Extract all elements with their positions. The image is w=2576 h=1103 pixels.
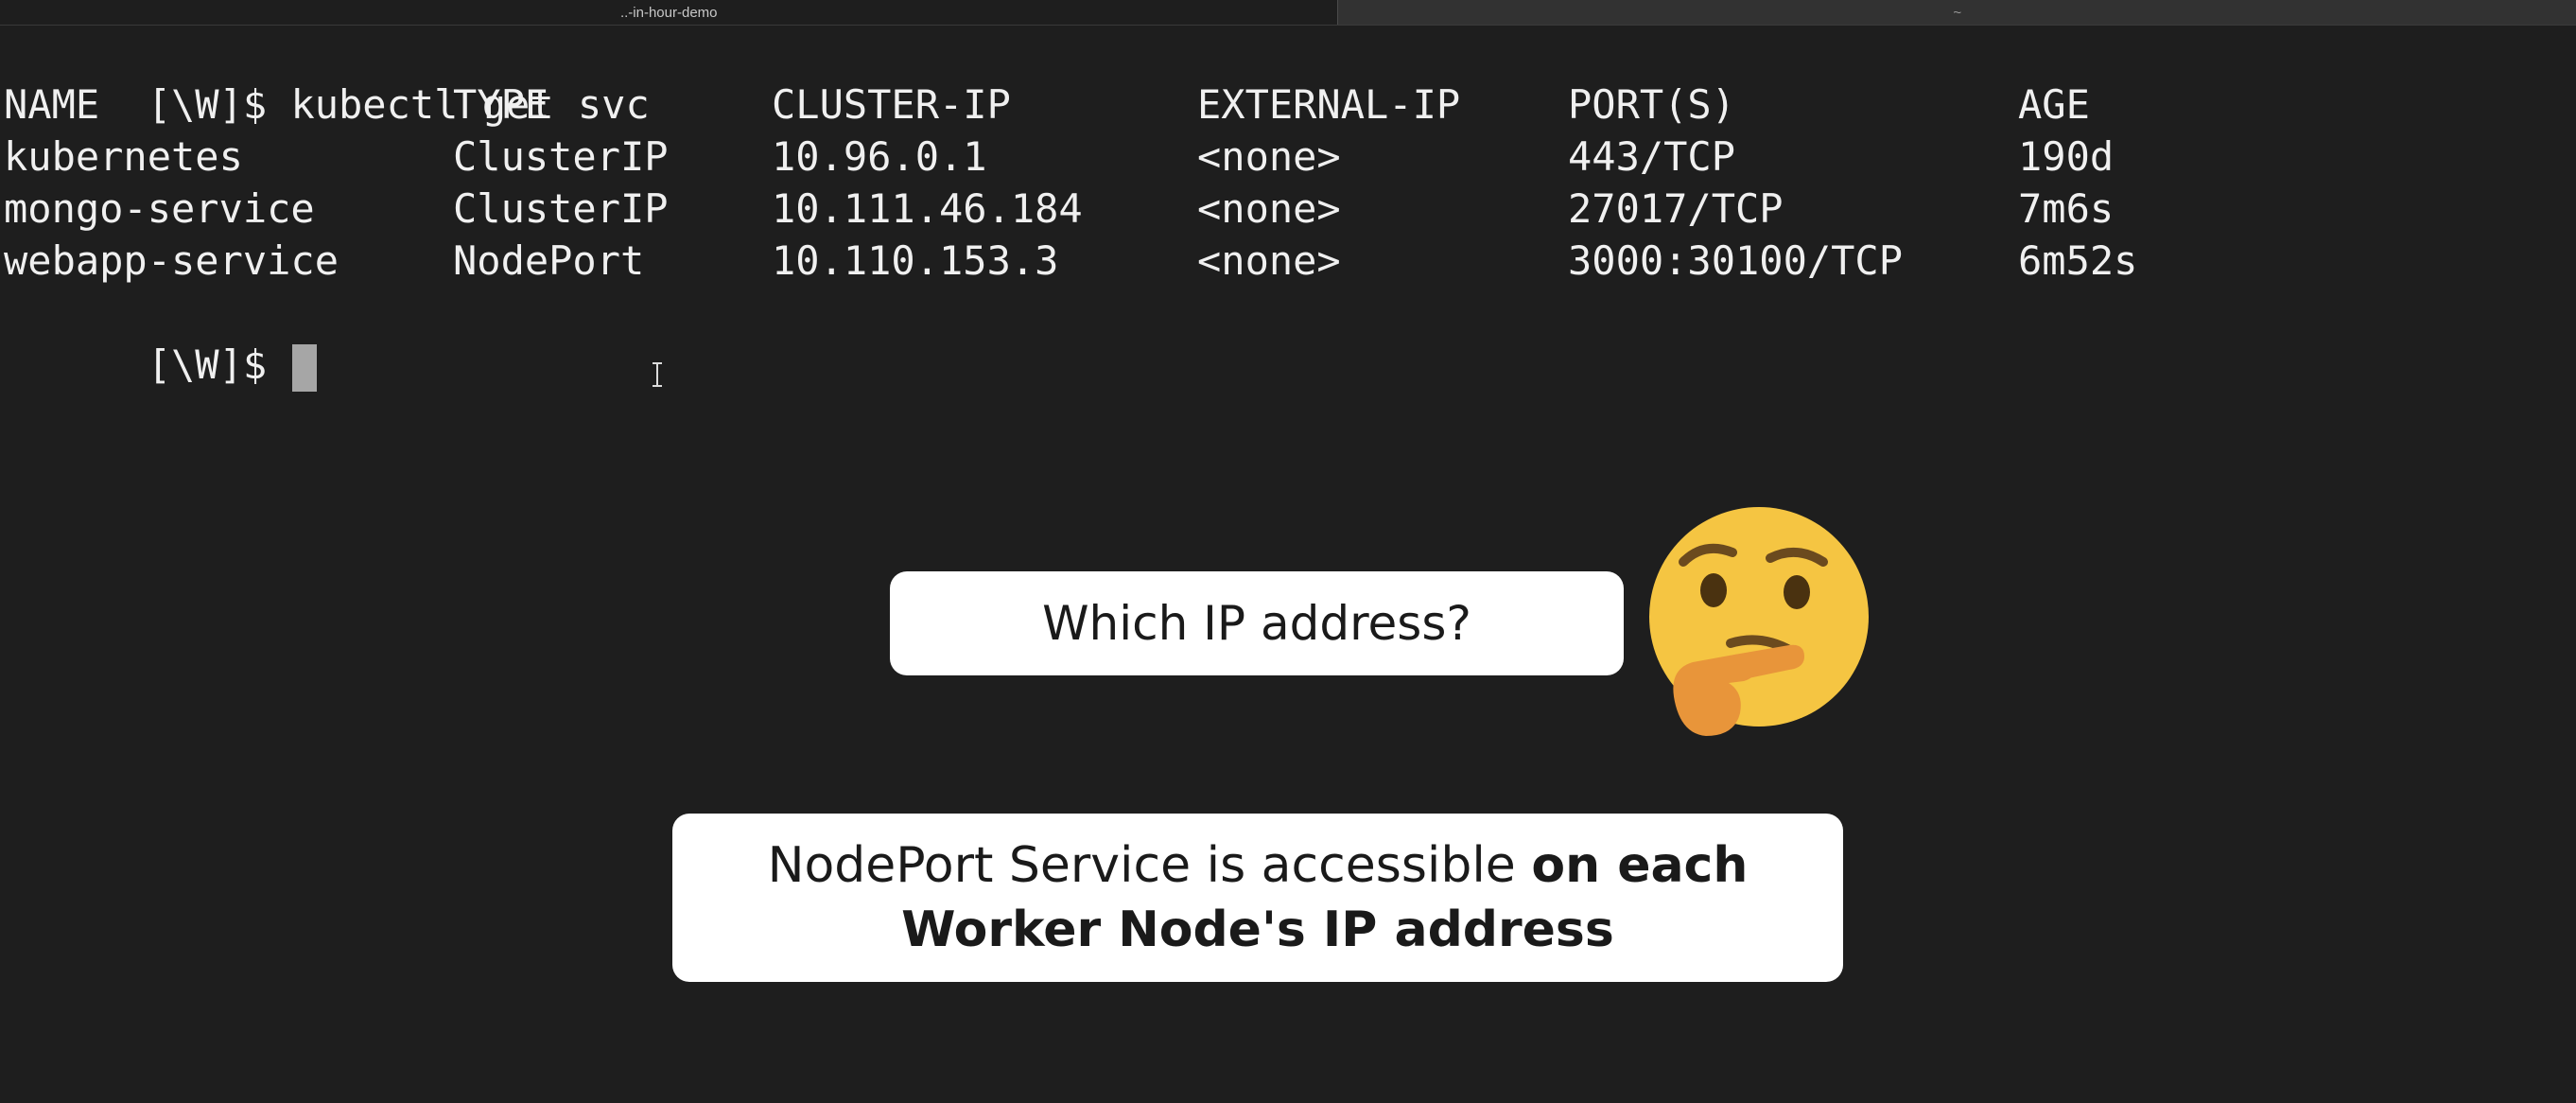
cell-name: mongo-service	[4, 185, 315, 232]
answer-line-1: NodePort Service is accessible on each	[768, 833, 1749, 898]
cell-age: 7m6s	[2018, 185, 2115, 232]
header-age: AGE	[2018, 81, 2090, 128]
cell-type: ClusterIP	[453, 185, 669, 232]
tab-demo[interactable]: ..-in-hour-demo	[0, 0, 1338, 25]
text-cursor	[292, 343, 318, 392]
header-name: NAME	[4, 81, 100, 128]
tab-home[interactable]: ~	[1337, 0, 2576, 25]
answer-line-2: Worker Node's IP address	[901, 898, 1614, 962]
cell-type: ClusterIP	[453, 133, 669, 180]
prompt-line[interactable]: [\W]$	[4, 287, 318, 392]
prompt: [\W]$	[147, 81, 268, 128]
question-callout: Which IP address?	[890, 571, 1624, 675]
table-row: mongo-service ClusterIP 10.111.46.184 <n…	[4, 183, 2273, 235]
terminal-output[interactable]: [\W]$ kubectl get svc NAME TYPE CLUSTER-…	[0, 26, 2576, 907]
table-header: NAME TYPE CLUSTER-IP EXTERNAL-IP PORT(S)…	[4, 79, 2273, 131]
table-row: kubernetes ClusterIP 10.96.0.1 <none> 44…	[4, 131, 2273, 183]
prompt: [\W]$	[147, 341, 268, 388]
tab-home-label: ~	[1953, 4, 1962, 21]
cell-cluster-ip: 10.96.0.1	[772, 133, 987, 180]
header-cluster-ip: CLUSTER-IP	[772, 81, 1011, 128]
tab-bar: ..-in-hour-demo ~	[0, 0, 2576, 26]
ibeam-cursor-icon	[653, 362, 662, 387]
cell-cluster-ip: 10.110.153.3	[772, 237, 1059, 284]
cell-age: 190d	[2018, 133, 2115, 180]
cell-type: NodePort	[453, 237, 645, 284]
command-line: [\W]$ kubectl get svc	[4, 26, 650, 128]
cell-ports: 27017/TCP	[1568, 185, 1784, 232]
cell-ports: 3000:30100/TCP	[1568, 237, 1904, 284]
cell-age: 6m52s	[2018, 237, 2138, 284]
header-external-ip: EXTERNAL-IP	[1197, 81, 1461, 128]
command-text: kubectl get svc	[290, 81, 650, 128]
tab-demo-label: ..-in-hour-demo	[619, 4, 718, 21]
cell-cluster-ip: 10.111.46.184	[772, 185, 1083, 232]
answer-callout: NodePort Service is accessible on each W…	[672, 814, 1843, 982]
cell-external-ip: <none>	[1197, 185, 1341, 232]
header-ports: PORT(S)	[1568, 81, 1736, 128]
table-row: webapp-service NodePort 10.110.153.3 <no…	[4, 235, 2273, 287]
cell-name: kubernetes	[4, 133, 243, 180]
question-text: Which IP address?	[1042, 596, 1471, 651]
thinking-face-icon	[1649, 507, 1869, 736]
cell-ports: 443/TCP	[1568, 133, 1736, 180]
answer-plain-text: NodePort Service is accessible	[767, 837, 1532, 894]
answer-bold-text-1: on each	[1531, 837, 1749, 894]
answer-bold-text-2: Worker Node's IP address	[901, 902, 1614, 958]
cell-name: webapp-service	[4, 237, 339, 284]
header-type: TYPE	[453, 81, 549, 128]
cell-external-ip: <none>	[1197, 237, 1341, 284]
cell-external-ip: <none>	[1197, 133, 1341, 180]
